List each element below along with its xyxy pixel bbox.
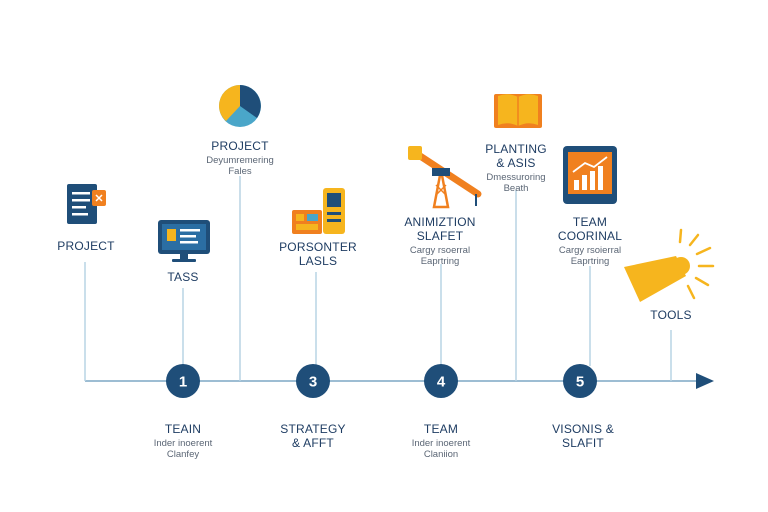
item-title: TOOLS <box>650 308 691 322</box>
label-porsonter: PORSONTER LASLS <box>279 240 357 268</box>
milestone-node <box>563 364 597 398</box>
item-title: PROJECT <box>57 239 114 253</box>
pie-chart-icon <box>219 85 261 127</box>
chart-screen-icon <box>563 146 617 204</box>
item-title: PROJECT <box>206 139 274 153</box>
item-subtitle: Dmessuroring Beath <box>485 172 547 194</box>
title-line: & AFFT <box>292 436 334 450</box>
title-line: SLAFIT <box>562 436 604 450</box>
item-subtitle: Inder inoerent Claniion <box>412 438 471 460</box>
item-title: PORSONTER LASLS <box>279 240 357 268</box>
title-line: TOOLS <box>650 308 692 322</box>
timeline-arrowhead <box>696 373 714 389</box>
subtitle-line: Eaprtring <box>420 256 460 267</box>
item-title: TASS <box>167 270 198 284</box>
title-line: SLAFET <box>416 229 464 243</box>
milestone-node <box>424 364 458 398</box>
label-tools: TOOLS <box>650 308 691 322</box>
item-title: PLANTING & ASIS <box>485 142 547 170</box>
milestone-number: 3 <box>309 374 317 391</box>
label-team-bottom: TEAM Inder inoerent Claniion <box>412 422 471 460</box>
subtitle-line: Eaprtring <box>570 256 610 267</box>
book-icon <box>494 94 542 128</box>
subtitle-line: Deyumremering <box>206 155 274 166</box>
item-title: TEAM COORINAL <box>558 215 622 243</box>
device-icon <box>292 188 345 234</box>
title-line: PROJECT <box>57 239 115 253</box>
label-animiztion: ANIMIZTION SLAFET Cargy rsoerral Eaprtri… <box>404 215 475 267</box>
title-line: PORSONTER <box>279 240 357 254</box>
item-subtitle: Inder inoerent Clanfey <box>154 438 213 460</box>
milestone-node <box>166 364 200 398</box>
title-line: TASS <box>167 270 199 284</box>
crane-icon <box>408 146 482 209</box>
title-line: LASLS <box>298 254 338 268</box>
label-team-coorinal: TEAM COORINAL Cargy rsoierral Eaprtring <box>558 215 622 267</box>
item-subtitle: Cargy rsoerral Eaprtring <box>404 245 475 267</box>
title-line: PLANTING <box>485 142 547 156</box>
title-line: TEAM <box>423 422 459 436</box>
milestone-number: 1 <box>179 374 187 391</box>
subtitle-line: Dmessuroring <box>486 172 546 183</box>
title-line: TEAM <box>572 215 608 229</box>
subtitle-line: Inder inoerent <box>153 438 213 449</box>
title-line: STRATEGY <box>280 422 346 436</box>
document-icon <box>67 184 106 224</box>
item-title: ANIMIZTION SLAFET <box>404 215 475 243</box>
title-line: COORINAL <box>557 229 623 243</box>
item-title: TEAM <box>412 422 471 436</box>
milestone-number: 4 <box>437 374 446 391</box>
item-title: STRATEGY & AFFT <box>280 422 345 450</box>
label-project-pie: PROJECT Deyumremering Fales <box>206 139 274 177</box>
subtitle-line: Cargy rsoerral <box>409 245 471 256</box>
title-line: & ASIS <box>496 156 536 170</box>
subtitle-line: Inder inoerent <box>411 438 471 449</box>
label-tass: TASS <box>167 270 198 284</box>
item-title: TEAIN <box>154 422 213 436</box>
subtitle-line: Beath <box>503 183 529 194</box>
milestone-number: 5 <box>576 374 584 391</box>
item-title: VISONIS & SLAFIT <box>552 422 614 450</box>
label-strategy: STRATEGY & AFFT <box>280 422 345 450</box>
label-planting: PLANTING & ASIS Dmessuroring Beath <box>485 142 547 194</box>
subtitle-line: Claniion <box>423 449 459 460</box>
item-subtitle: Deyumremering Fales <box>206 155 274 177</box>
label-visonis: VISONIS & SLAFIT <box>552 422 614 450</box>
title-line: PROJECT <box>211 139 269 153</box>
subtitle-line: Fales <box>228 166 252 177</box>
title-line: TEAIN <box>164 422 202 436</box>
label-project-doc: PROJECT <box>57 239 114 253</box>
title-line: VISONIS & <box>552 422 614 436</box>
subtitle-line: Cargy rsoierral <box>558 245 622 256</box>
label-teain: TEAIN Inder inoerent Clanfey <box>154 422 213 460</box>
title-line: ANIMIZTION <box>404 215 476 229</box>
megaphone-icon <box>624 228 715 302</box>
item-subtitle: Cargy rsoierral Eaprtring <box>558 245 622 267</box>
subtitle-line: Clanfey <box>166 449 200 460</box>
monitor-icon <box>158 220 210 262</box>
milestone-node <box>296 364 330 398</box>
